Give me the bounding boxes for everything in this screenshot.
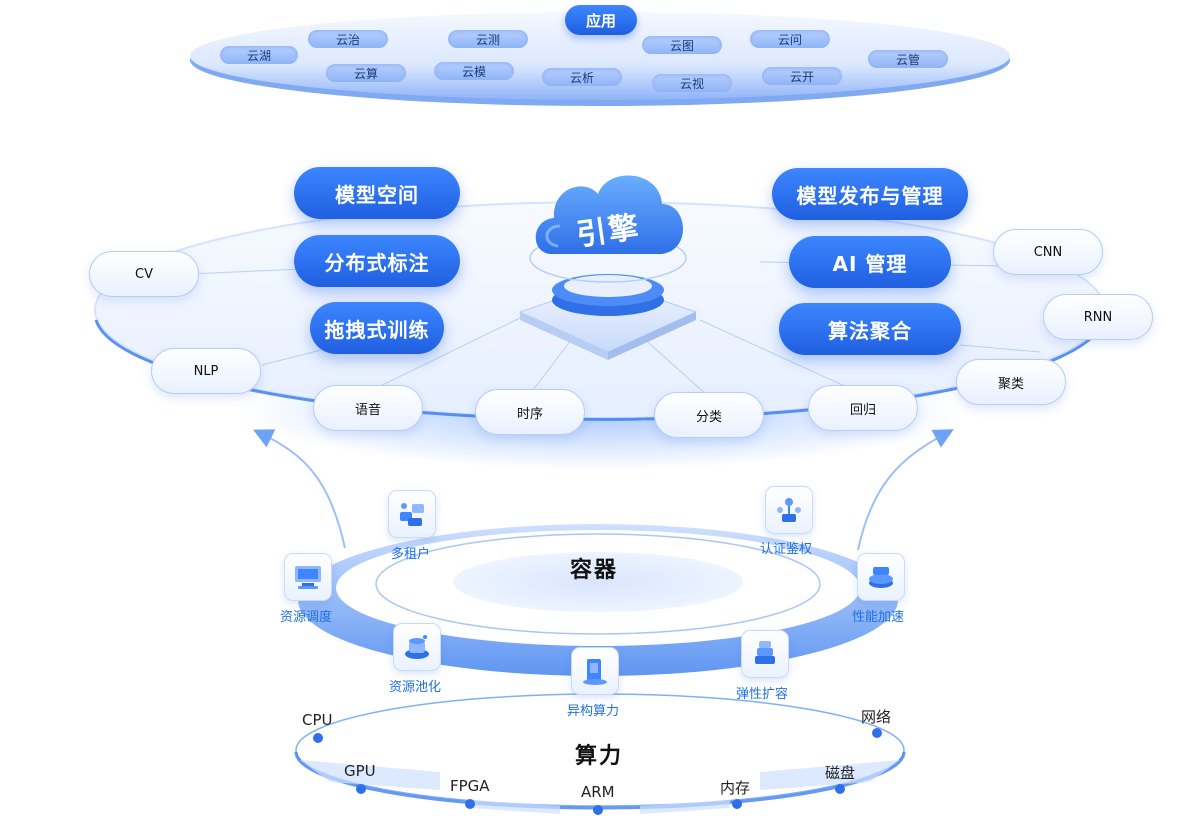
compute-title: 算力 bbox=[575, 744, 624, 769]
feature-auth-label: 认证鉴权 bbox=[760, 542, 813, 557]
app-chip-yunsuan[interactable]: 云算 bbox=[326, 64, 406, 82]
app-chip-yunguan[interactable]: 云管 bbox=[868, 50, 948, 68]
compute-network-label: 网络 bbox=[861, 708, 892, 726]
compute-cpu-label: CPU bbox=[302, 711, 333, 729]
elastic-scaling-icon bbox=[741, 630, 789, 678]
compute-arm-label: ARM bbox=[581, 783, 615, 801]
feature-elastic-scaling-label: 弹性扩容 bbox=[736, 687, 789, 702]
multi-tenant-icon bbox=[388, 490, 436, 538]
app-chip-yunce[interactable]: 云测 bbox=[448, 30, 528, 48]
compute-fpga-label: FPGA bbox=[450, 777, 490, 795]
compute-gpu-label: GPU bbox=[344, 762, 376, 780]
algo-rnn[interactable]: RNN bbox=[1043, 294, 1153, 340]
container-title: 容器 bbox=[570, 558, 619, 583]
app-chip-yunzhi[interactable]: 云治 bbox=[308, 30, 388, 48]
algo-speech[interactable]: 语音 bbox=[313, 385, 423, 431]
feature-multi-tenant-label: 多租户 bbox=[391, 547, 431, 562]
app-chip-yuntu[interactable]: 云图 bbox=[642, 36, 722, 54]
module-distributed-labeling[interactable]: 分布式标注 bbox=[294, 235, 460, 287]
algo-classification[interactable]: 分类 bbox=[654, 392, 764, 438]
algo-cv[interactable]: CV bbox=[89, 251, 199, 297]
compute-disk-label: 磁盘 bbox=[825, 764, 856, 782]
app-chip-yunhu[interactable]: 云湖 bbox=[220, 46, 298, 64]
module-ai-management[interactable]: AI 管理 bbox=[789, 236, 951, 288]
resource-scheduling-icon bbox=[284, 553, 332, 601]
application-title: 应用 bbox=[565, 5, 637, 35]
resource-pool-icon bbox=[393, 623, 441, 671]
performance-icon bbox=[857, 553, 905, 601]
auth-icon bbox=[765, 486, 813, 534]
algo-cnn[interactable]: CNN bbox=[993, 229, 1103, 275]
feature-performance-label: 性能加速 bbox=[852, 610, 905, 625]
module-model-space[interactable]: 模型空间 bbox=[294, 167, 460, 219]
module-algorithm-aggregation[interactable]: 算法聚合 bbox=[779, 303, 961, 355]
algo-clustering[interactable]: 聚类 bbox=[956, 359, 1066, 405]
algo-nlp[interactable]: NLP bbox=[151, 348, 261, 394]
feature-resource-pool-label: 资源池化 bbox=[389, 680, 442, 695]
feature-resource-scheduling-label: 资源调度 bbox=[280, 610, 333, 625]
app-chip-yunmo[interactable]: 云模 bbox=[434, 62, 514, 80]
module-drag-training[interactable]: 拖拽式训练 bbox=[310, 302, 444, 354]
compute-memory-label: 内存 bbox=[720, 779, 751, 797]
app-chip-yunshi[interactable]: 云视 bbox=[652, 74, 732, 92]
module-model-publish[interactable]: 模型发布与管理 bbox=[772, 168, 968, 220]
heterogeneous-compute-icon bbox=[571, 647, 619, 695]
algo-regression[interactable]: 回归 bbox=[808, 385, 918, 431]
algo-timeseries[interactable]: 时序 bbox=[475, 389, 585, 435]
feature-heterogeneous-compute-label: 异构算力 bbox=[567, 704, 620, 719]
engine-cloud-icon bbox=[518, 175, 698, 360]
app-chip-yunwen[interactable]: 云问 bbox=[750, 30, 830, 48]
app-chip-yunxi[interactable]: 云析 bbox=[542, 68, 622, 86]
app-chip-yunkai[interactable]: 云开 bbox=[762, 67, 842, 85]
